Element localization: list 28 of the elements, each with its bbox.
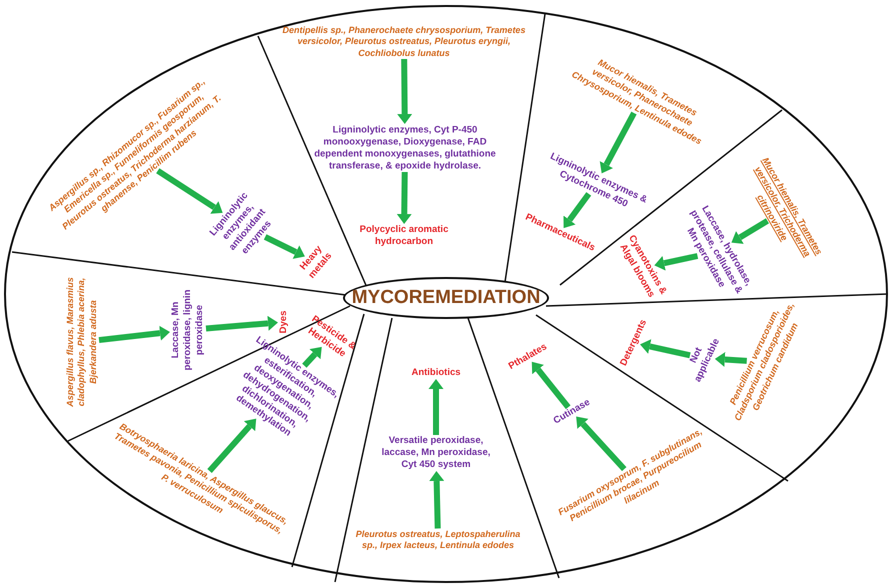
enzyme-text: Laccase, Mn peroxidase, lignin peroxidase <box>170 280 206 380</box>
arrow <box>156 168 223 214</box>
arrow <box>98 326 170 344</box>
arrow <box>206 316 278 332</box>
pollutant-text: Antibiotics <box>396 367 476 379</box>
enzyme-text: Versatile peroxidase, laccase, Mn peroxidase, Cyt 450 system <box>374 435 498 471</box>
arrow <box>428 379 444 435</box>
arrow <box>640 339 691 358</box>
arrow <box>396 172 412 224</box>
arrow <box>207 418 256 474</box>
arrow <box>564 192 592 228</box>
pollutant-text: Dyes <box>278 307 290 337</box>
arrow <box>600 112 637 174</box>
arrow <box>429 471 444 529</box>
arrow <box>714 352 747 367</box>
arrow <box>576 416 626 472</box>
fungi-list: Aspergillus flavus, Marasmius cladophyllus, Phlebia acerina, Bjerkandera adusta <box>65 267 99 417</box>
pollutant-text: Polycyclic aromatic hydrocarbon <box>344 224 464 248</box>
title-ellipse: MYCOREMEDIATION <box>343 277 549 319</box>
enzyme-text: Ligninolytic enzymes, Cyt P-450 monooxygenase, Dioxygenase, FAD dependent monoxygenases, glutathione transferase, & epoxide hydrolase. <box>302 124 508 172</box>
arrow <box>264 234 305 259</box>
arrow <box>397 58 412 124</box>
arrow <box>654 253 698 271</box>
arrow <box>731 218 770 244</box>
arrow <box>532 362 571 410</box>
fungi-list: Dentipellis sp., Phanerochaete chrysosporium, Trametes versicolor, Pleurotus ostreatus, Pleurotus eryngii, Cochliobolus lunatus <box>279 25 529 59</box>
fungi-list: Pleurotus ostreatus, Leptospaherulina sp., Irpex lacteus, Lentinula edodes <box>354 528 522 552</box>
arrow <box>302 346 322 368</box>
